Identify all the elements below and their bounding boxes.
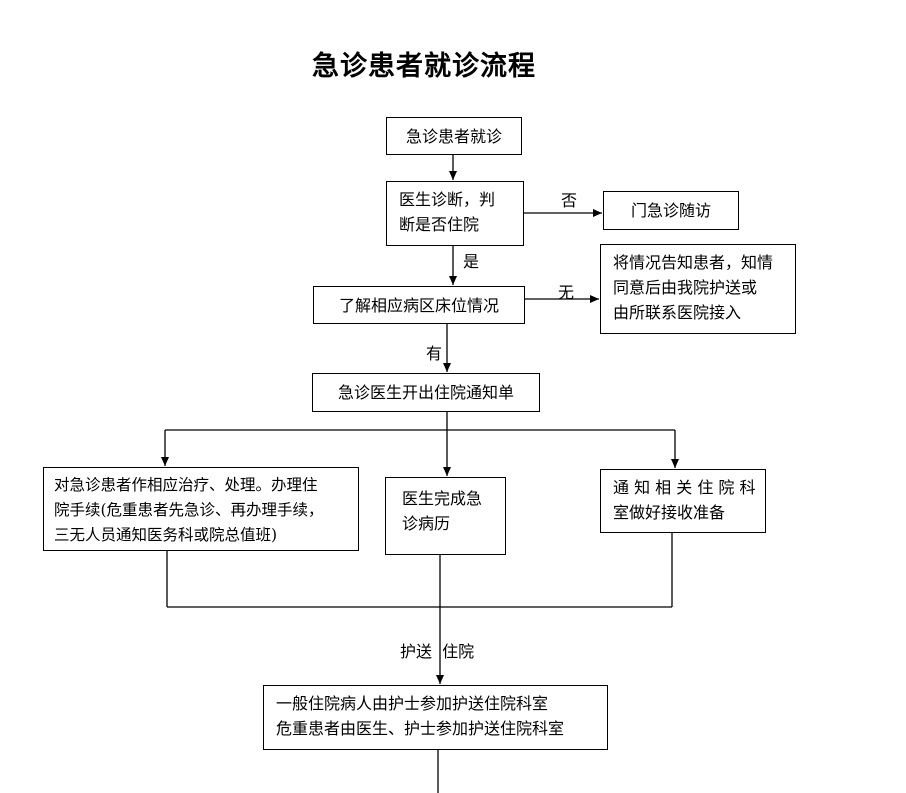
node-notify-ward-line-1: 通 知 相 关 住 院 科 bbox=[613, 478, 756, 497]
node-escort: 一般住院病人由护士参加护送住院科室 危重患者由医生、护士参加护送住院科室 bbox=[263, 685, 608, 750]
node-treatment-line-3: 三无人员通知医务科或院总值班) bbox=[54, 526, 278, 544]
edge-label-have: 有 bbox=[426, 344, 443, 363]
node-no-bed-notice-line-1: 将情况告知患者，知情 bbox=[613, 253, 774, 272]
node-no-bed-notice: 将情况告知患者，知情 同意后由我院护送或 由所联系医院接入 bbox=[600, 244, 796, 334]
node-treatment-line-1: 对急诊患者作相应治疗、处理。办理住 bbox=[54, 476, 318, 494]
node-notify-ward: 通 知 相 关 住 院 科 室做好接收准备 bbox=[600, 469, 766, 533]
node-escort-line-1: 一般住院病人由护士参加护送住院科室 bbox=[276, 694, 549, 713]
node-treatment-line-2: 院手续(危重患者先急诊、再办理手续， bbox=[54, 501, 324, 519]
node-outpatient-followup: 门急诊随访 bbox=[603, 191, 739, 230]
edge-label-no: 否 bbox=[561, 191, 578, 210]
node-outpatient-followup-label: 门急诊随访 bbox=[630, 201, 711, 220]
node-bed-check-label: 了解相应病区床位情况 bbox=[338, 295, 499, 315]
node-no-bed-notice-line-2: 同意后由我院护送或 bbox=[613, 278, 758, 297]
node-admission-notice: 急诊医生开出住院通知单 bbox=[312, 373, 540, 412]
node-start-label: 急诊患者就诊 bbox=[405, 126, 502, 146]
node-notify-ward-line-2: 室做好接收准备 bbox=[613, 503, 726, 522]
node-diagnosis-line-1: 医生诊断，判 bbox=[399, 190, 496, 209]
node-record-line-1: 医生完成急 bbox=[402, 489, 483, 508]
edge-label-escort-admit: 护送 住院 bbox=[400, 642, 475, 661]
node-treatment: 对急诊患者作相应治疗、处理。办理住 院手续(危重患者先急诊、再办理手续， 三无人… bbox=[43, 467, 359, 551]
node-diagnosis-line-2: 断是否住院 bbox=[399, 215, 480, 234]
edge-label-none: 无 bbox=[558, 283, 575, 302]
node-escort-line-2: 危重患者由医生、护士参加护送住院科室 bbox=[276, 719, 565, 738]
node-start: 急诊患者就诊 bbox=[386, 117, 522, 155]
node-admission-notice-label: 急诊医生开出住院通知单 bbox=[337, 383, 514, 402]
page-title: 急诊患者就诊流程 bbox=[312, 51, 536, 82]
node-bed-check: 了解相应病区床位情况 bbox=[313, 286, 525, 324]
node-record: 医生完成急 诊病历 bbox=[385, 477, 506, 555]
node-record-line-2: 诊病历 bbox=[402, 514, 451, 533]
node-no-bed-notice-line-3: 由所联系医院接入 bbox=[613, 303, 742, 322]
node-diagnosis: 医生诊断，判 断是否住院 bbox=[386, 181, 524, 246]
edge-label-yes: 是 bbox=[463, 252, 480, 271]
